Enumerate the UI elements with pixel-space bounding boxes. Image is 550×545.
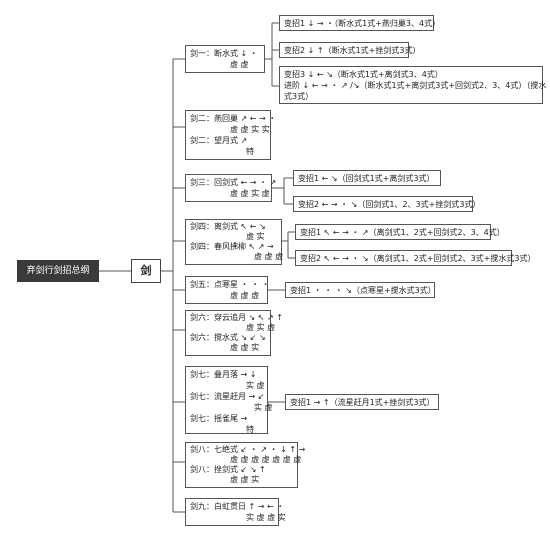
node-line: 剑七：流星赶月 → ↙ [190, 392, 265, 401]
node-line: 虚 虚 虚 [190, 291, 260, 300]
sword-8-node: 剑八：七绝式 ↙ ・ ↗ ・ ↓ ↑ → 虚 虚 虚 虚 虚 虚 虚 剑八：挫剑… [185, 442, 306, 488]
sword-1-variant-3: 变招3 ↓ ← ↘（断水式1式+离剑式3、4式） 进阶 ↓ ← → ・ ↗ /↘… [279, 66, 547, 104]
sword-1-node: 剑一：断水式 ↓ ・ 虚 虚 [185, 45, 265, 73]
root-node: 弃剑行剑招总纲 [17, 260, 99, 282]
node-line: 变招1 ↓ → ・（断水式1式+燕归巢3、4式） [284, 19, 441, 28]
sword-6-node: 剑六：穿云追月 ↘ ↖ ↗ ↑ 虚 实 虚 剑六：搅水式 ↘ ↙ ↘ 虚 虚 实 [185, 310, 283, 356]
node-line: 特 [190, 147, 254, 156]
sword-2-node: 剑二：燕回巢 ↗ ← → ・ 虚 虚 实 实 剑二：望月式 ↗ 特 [185, 110, 277, 160]
node-line: 实 虚 [190, 381, 265, 390]
node-line: 虚 虚 实 [190, 475, 260, 484]
node-line: 虚 虚 实 虚 [190, 189, 270, 198]
node-line: 剑二：望月式 ↗ [190, 136, 248, 145]
node-line: 剑六：搅水式 ↘ ↙ ↘ [190, 333, 266, 342]
sword-1-variant-2: 变招2 ↓ ↑（断水式1式+挫剑式3式） [279, 42, 421, 58]
node-line: 虚 虚 虚 虚 虚 虚 虚 [190, 455, 302, 464]
sword-4-node: 剑四：离剑式 ↖ ← ↘ 虚 实 剑四：春风拂柳 ↖ ↗ → 虚 虚 虚 [185, 219, 284, 265]
sword-4-variant-2: 变招2 ↖ ← → ・ ↘（离剑式1、2式+回剑式2、3式+搅水式3式） [295, 250, 536, 266]
node-line: 变招1 → ↑（流星赶月1式+挫剑式3式） [290, 398, 435, 407]
node-line: 剑五：点寒星 ・ ・ ・ [190, 280, 270, 289]
sword-7-node: 剑七：叠月落 → ↓ 实 虚 剑七：流星赶月 → ↙ 实 虚 剑七：摇雀尾 → … [185, 366, 273, 434]
node-line: 进阶 ↓ ← → ・ ↗ /↘（断水式1式+离剑式3式+回剑式2、3、4式）（搅… [284, 81, 547, 90]
node-line: 变招2 ↓ ↑（断水式1式+挫剑式3式） [284, 46, 421, 55]
node-line: 剑八：挫剑式 ↙ ↘ ↑ [190, 465, 266, 474]
node-line: 剑八：七绝式 ↙ ・ ↗ ・ ↓ ↑ → [190, 445, 306, 454]
sword-3-variant-2: 变招2 ← → ・ ↘（回剑式1、2、3式+挫剑式3式） [293, 196, 481, 212]
node-line: 式3式） [284, 92, 314, 101]
node-line: 虚 实 [190, 232, 265, 241]
node-line: 虚 虚 实 [190, 343, 260, 352]
sword-hub-node: 剑 [131, 259, 161, 283]
node-line: 变招2 ↖ ← → ・ ↘（离剑式1、2式+回剑式2、3式+搅水式3式） [300, 254, 536, 263]
node-line: 剑二：燕回巢 ↗ ← → ・ [190, 114, 277, 123]
sword-4-variant-1: 变招1 ↖ ← → ・ ↗（离剑式1、2式+回剑式2、3、4式） [295, 224, 505, 240]
sword-7-variant-1: 变招1 → ↑（流星赶月1式+挫剑式3式） [285, 394, 439, 410]
sword-1-variant-1: 变招1 ↓ → ・（断水式1式+燕归巢3、4式） [279, 15, 441, 31]
node-line: 剑四：春风拂柳 ↖ ↗ → [190, 242, 274, 251]
node-line: 特 [190, 425, 254, 434]
node-line: 剑三：回剑式 ← → ・ ↗ [190, 178, 277, 187]
node-line: 剑七：摇雀尾 → [190, 414, 248, 423]
node-line: 虚 虚 [190, 60, 249, 69]
sword-5-node: 剑五：点寒星 ・ ・ ・ 虚 虚 虚 [185, 276, 270, 304]
node-line: 虚 虚 虚 [190, 252, 284, 261]
sword-9-node: 剑九：白虹贯日 ↑ → ← ・ 实 虚 虚 实 [185, 498, 286, 526]
node-line: 虚 实 虚 [190, 323, 276, 332]
node-line: 剑一：断水式 ↓ ・ [190, 49, 258, 58]
node-line: 剑九：白虹贯日 ↑ → ← ・ [190, 502, 285, 511]
sword-3-variant-1: 变招1 ← ↘（回剑式1式+离剑式3式） [293, 170, 441, 186]
node-line: 实 虚 [190, 403, 273, 412]
node-line: 变招1 ↖ ← → ・ ↗（离剑式1、2式+回剑式2、3、4式） [300, 228, 505, 237]
node-line: 剑六：穿云追月 ↘ ↖ ↗ ↑ [190, 313, 283, 322]
node-line: 剑七：叠月落 → ↓ [190, 370, 257, 379]
sword-3-node: 剑三：回剑式 ← → ・ ↗ 虚 虚 实 虚 [185, 174, 277, 202]
node-line: 变招1 ← ↘（回剑式1式+离剑式3式） [298, 174, 435, 183]
node-line: 变招1 ・ ・ ・ ↘（点寒星+搅水式3式） [290, 286, 436, 295]
node-line: 剑四：离剑式 ↖ ← ↘ [190, 222, 266, 231]
node-line: 虚 虚 实 实 [190, 125, 270, 134]
node-line: 变招2 ← → ・ ↘（回剑式1、2、3式+挫剑式3式） [298, 200, 481, 209]
node-line: 变招3 ↓ ← ↘（断水式1式+离剑式3、4式） [284, 70, 443, 79]
node-line: 实 虚 虚 实 [190, 513, 286, 522]
sword-5-variant-1: 变招1 ・ ・ ・ ↘（点寒星+搅水式3式） [285, 282, 436, 298]
